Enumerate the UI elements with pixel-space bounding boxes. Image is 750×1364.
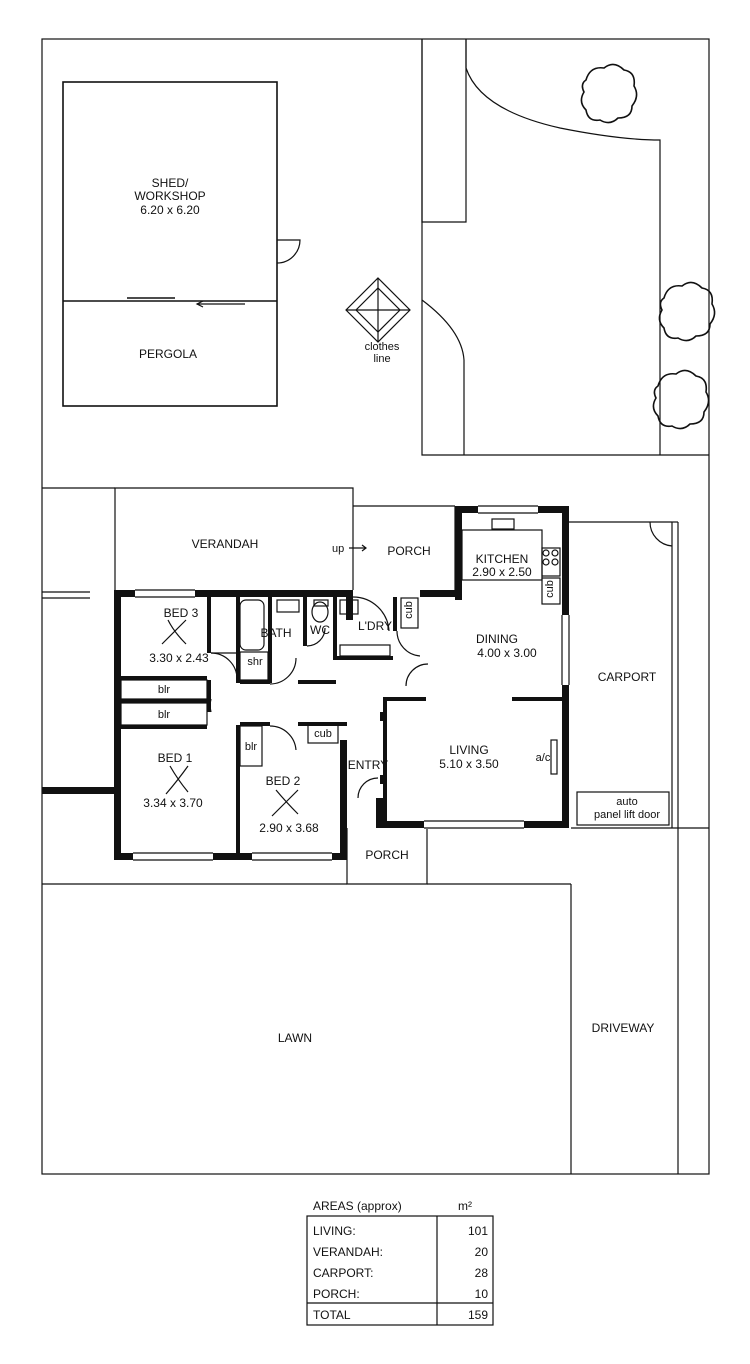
robe-label: blr <box>245 741 258 753</box>
bed1-dims: 3.34 x 3.70 <box>143 796 203 810</box>
kitchen-dims: 2.90 x 2.50 <box>472 565 532 579</box>
entry-label: ENTRY <box>348 758 388 772</box>
areas-title: AREAS (approx) <box>313 1199 402 1213</box>
tree-icon <box>580 63 638 124</box>
shed-workshop: SHED/ WORKSHOP 6.20 x 6.20 PERGOLA <box>62 81 301 407</box>
lawn-label: LAWN <box>278 1031 312 1045</box>
shed-subtitle: WORKSHOP <box>134 189 205 203</box>
shower-label: shr <box>247 656 263 668</box>
living-dims: 5.10 x 3.50 <box>439 757 499 771</box>
cupboard-label: cub <box>403 601 415 619</box>
bath-label: BATH <box>260 626 291 640</box>
areas-row-label: VERANDAH: <box>313 1245 383 1259</box>
robe-label: blr <box>158 709 171 721</box>
carport-label: CARPORT <box>598 670 657 684</box>
areas-row-value: 10 <box>475 1287 489 1301</box>
ceiling-fan-icon <box>161 619 187 645</box>
shed-title: SHED/ <box>152 176 189 190</box>
site-lines <box>41 38 710 1175</box>
bed2-label: BED 2 <box>266 774 301 788</box>
areas-row-label: PORCH: <box>313 1287 360 1301</box>
ceiling-fan-icon <box>165 765 189 795</box>
driveway-label: DRIVEWAY <box>592 1021 655 1035</box>
areas-row-value: 28 <box>475 1266 489 1280</box>
clothes-line-label-2: line <box>373 353 390 365</box>
bed2-dims: 2.90 x 3.68 <box>259 821 319 835</box>
ceiling-fan-icon <box>271 789 299 817</box>
bed3-label: BED 3 <box>164 606 199 620</box>
wc-label: WC <box>310 623 330 637</box>
areas-row-label: CARPORT: <box>313 1266 373 1280</box>
areas-row-value: 101 <box>468 1224 488 1238</box>
ldry-label: L'DRY <box>358 619 392 633</box>
pergola-label: PERGOLA <box>139 347 197 361</box>
areas-row-value: 20 <box>475 1245 489 1259</box>
areas-row-label: LIVING: <box>313 1224 356 1238</box>
kitchen-label: KITCHEN <box>476 552 529 566</box>
rear-porch-label: PORCH <box>387 544 430 558</box>
verandah: VERANDAH up PORCH <box>114 487 456 590</box>
auto-door-label: auto <box>616 796 637 808</box>
dining-dims: 4.00 x 3.00 <box>477 646 537 660</box>
areas-total-label: TOTAL <box>313 1308 351 1322</box>
tree-icon <box>652 369 710 430</box>
shed-dimensions: 6.20 x 6.20 <box>140 203 200 217</box>
room-labels: KITCHEN 2.90 x 2.50 DINING 4.00 x 3.00 L… <box>143 552 556 835</box>
outdoor-labels: CARPORT auto panel lift door PORCH LAWN … <box>278 670 660 1045</box>
clothes-line-label: clothes <box>365 341 400 353</box>
living-label: LIVING <box>449 743 488 757</box>
areas-unit: m² <box>458 1199 472 1213</box>
dining-label: DINING <box>476 632 518 646</box>
cupboard-label: cub <box>314 728 332 740</box>
robe-label: blr <box>158 684 171 696</box>
areas-table: AREAS (approx) m² LIVING: 101 VERANDAH: … <box>306 1199 494 1326</box>
auto-door-label-2: panel lift door <box>594 809 660 821</box>
front-porch-label: PORCH <box>365 848 408 862</box>
areas-total-value: 159 <box>468 1308 488 1322</box>
bed1-label: BED 1 <box>158 751 193 765</box>
up-label: up <box>332 543 344 555</box>
clothes-line-icon: clothes line <box>345 277 411 365</box>
bed3-dims: 3.30 x 2.43 <box>149 651 209 665</box>
ac-label: a/c <box>536 752 551 764</box>
tree-icon <box>658 281 716 342</box>
cupboard-label: cub <box>544 580 556 598</box>
verandah-label: VERANDAH <box>192 537 259 551</box>
house-walls <box>114 505 673 861</box>
